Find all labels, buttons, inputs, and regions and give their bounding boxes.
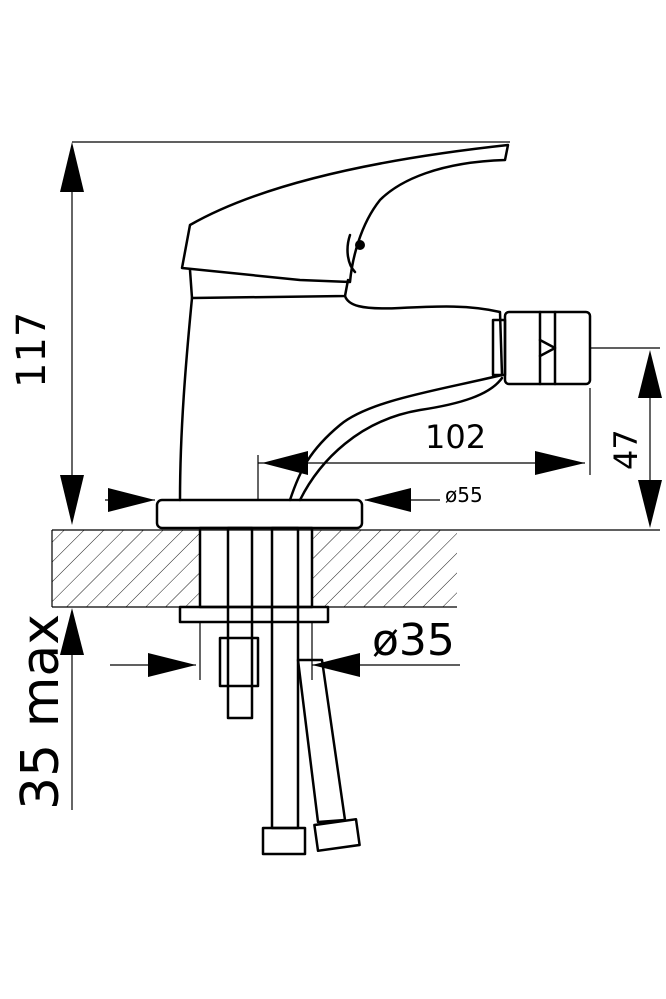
dim-base-diameter: ø55	[105, 483, 483, 512]
mixer-body	[155, 143, 592, 530]
fixing-plate	[178, 605, 330, 624]
countertop-section	[51, 529, 457, 608]
hose-fitting-right	[313, 817, 361, 853]
fixing-nut	[218, 636, 260, 688]
dim-base-diameter-label: ø55	[445, 483, 483, 507]
dim-reach-label: 102	[425, 418, 486, 456]
dim-max-thickness-label: 35 max	[11, 614, 71, 810]
hose-left	[270, 526, 300, 830]
hose-fitting-left	[261, 826, 307, 856]
dim-outlet-height: 47	[457, 347, 662, 531]
mixer-column	[178, 296, 194, 502]
dim-hole-diameter-label: ø35	[372, 615, 455, 666]
dim-outlet-height-label: 47	[607, 429, 645, 470]
underside-assembly	[178, 526, 361, 856]
lever-handle	[180, 143, 510, 284]
base-plate	[155, 498, 364, 530]
dim-reach: 102	[257, 388, 591, 500]
dim-height-label: 117	[9, 312, 55, 388]
hose-right	[296, 658, 347, 824]
dim-max-thickness: 35 max	[11, 608, 84, 810]
dim-height: 117	[9, 141, 510, 525]
dim-hole-diameter: ø35	[110, 615, 460, 680]
bidet-outlet-nozzle	[503, 310, 592, 386]
